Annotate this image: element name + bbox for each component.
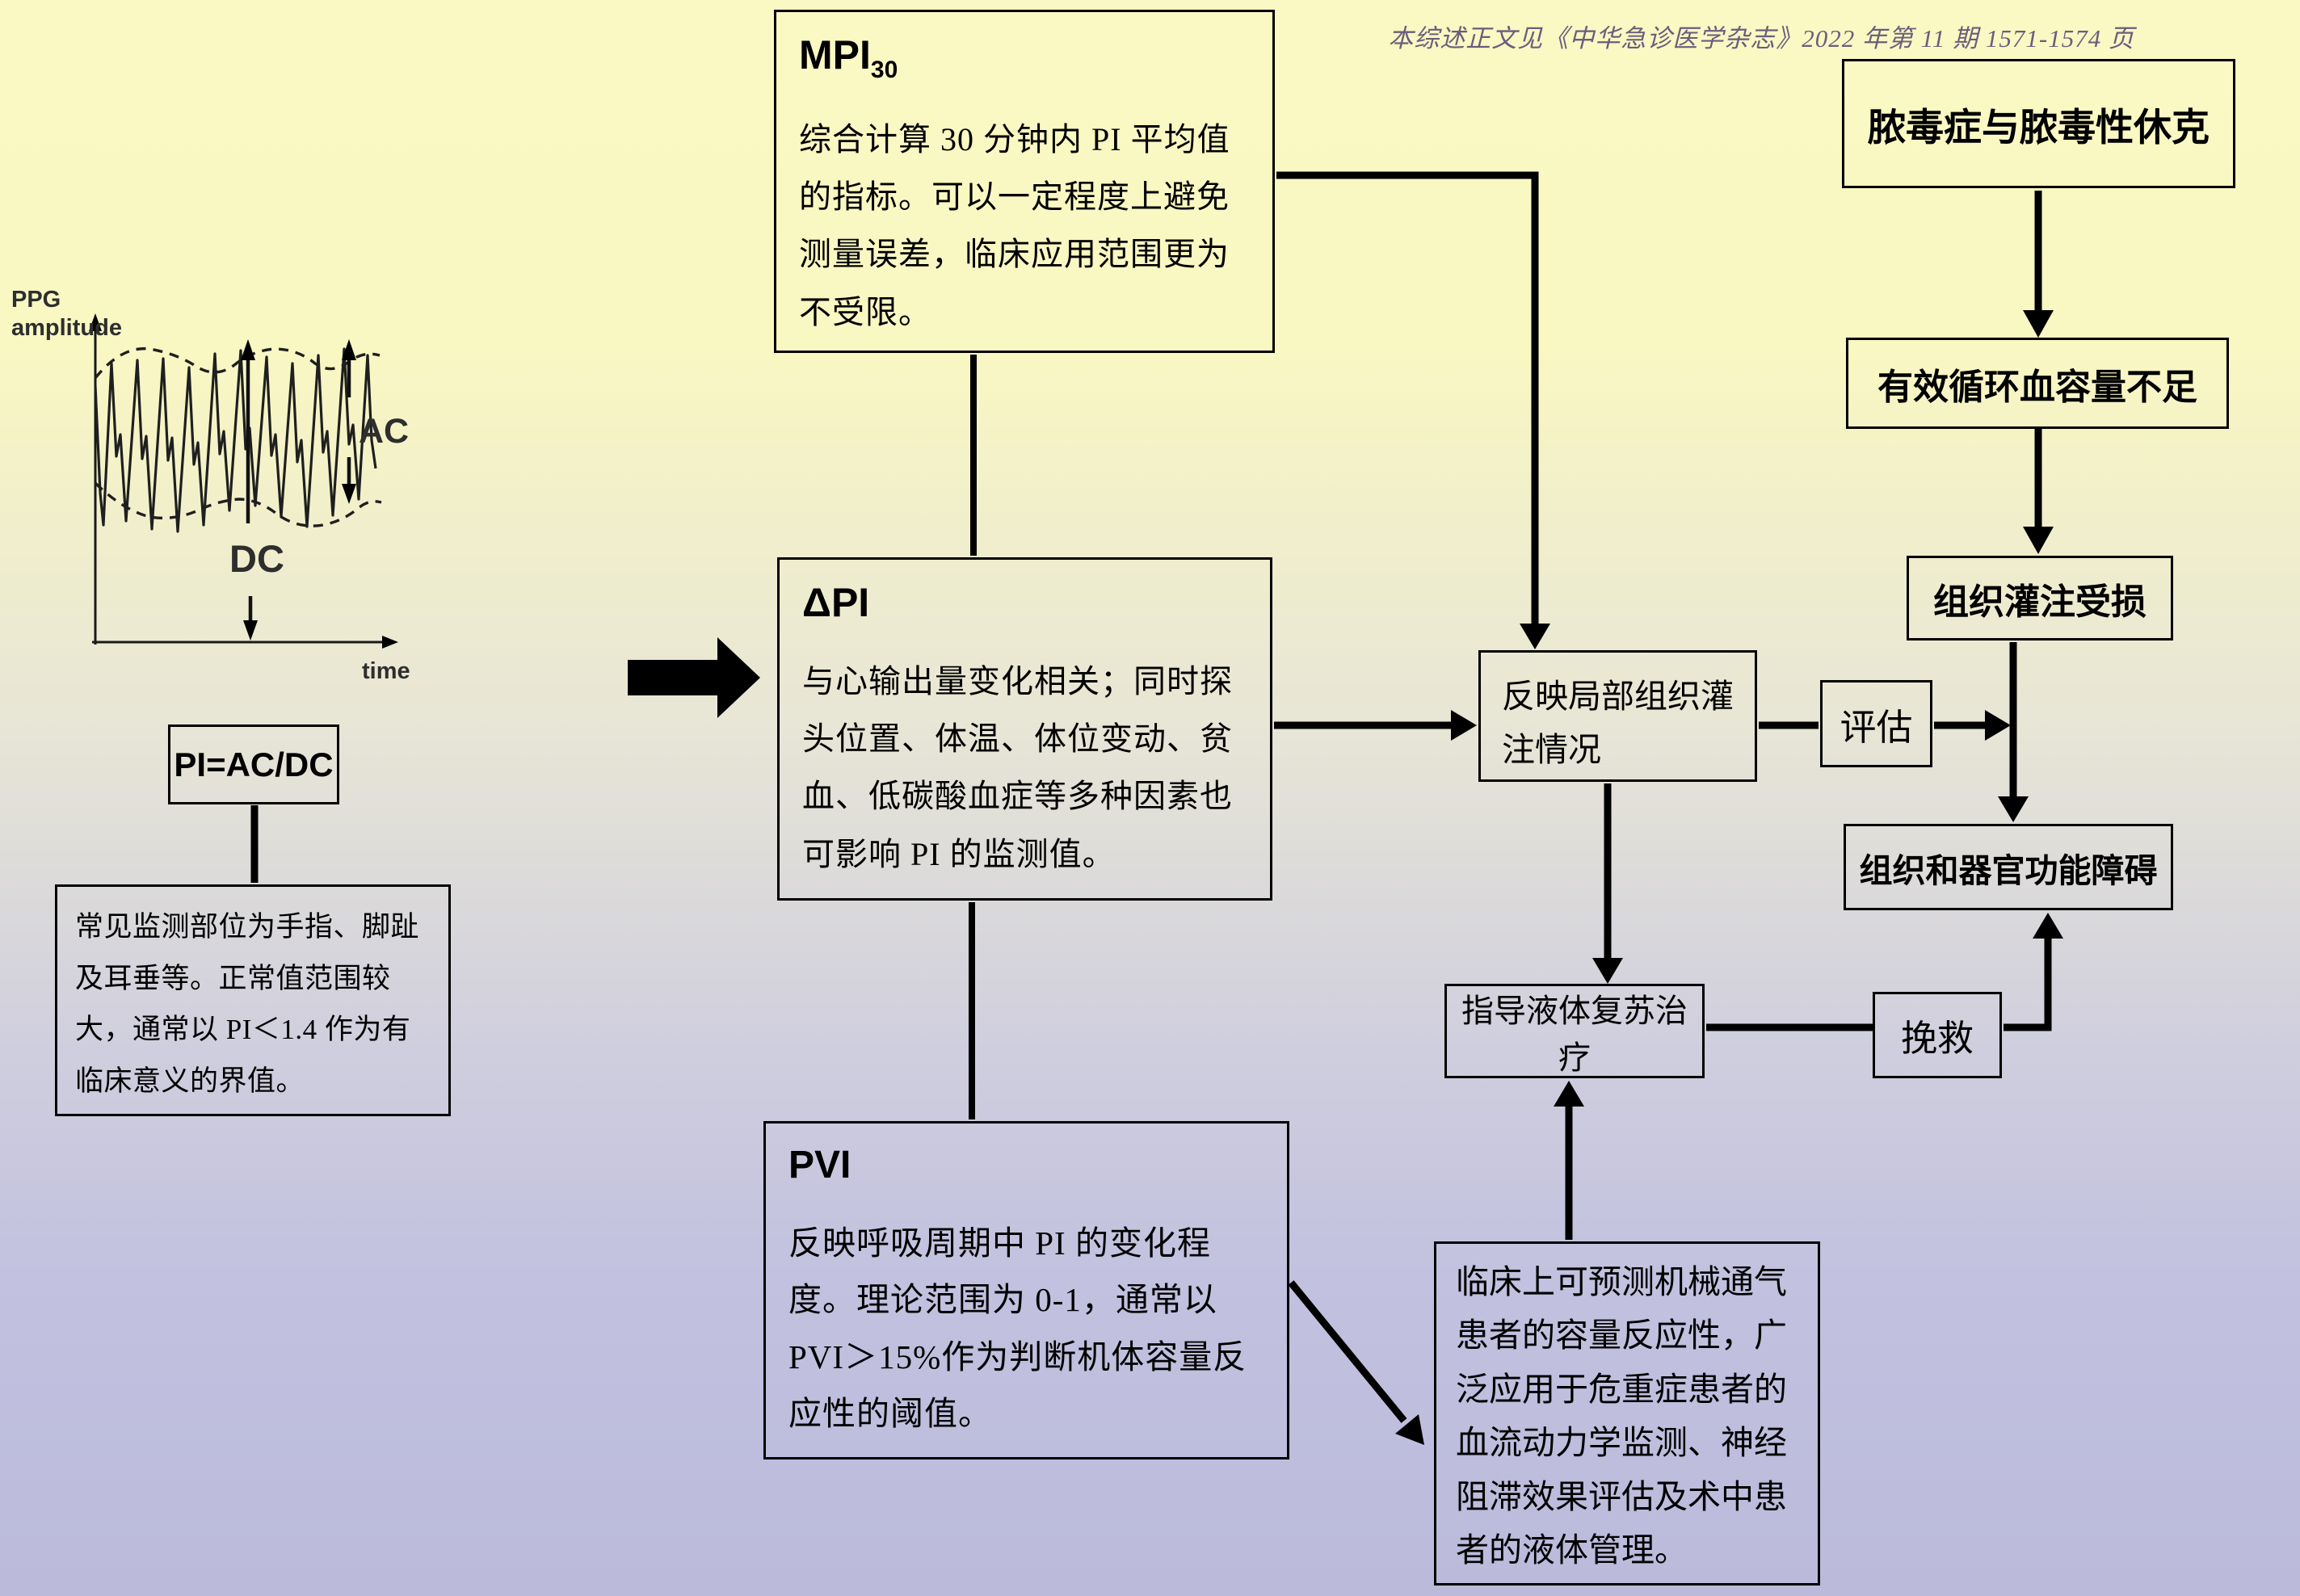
clinical-apps-box: 临床上可预测机械通气患者的容量反应性，广泛应用于危重症患者的血流动力学监测、神经… bbox=[1434, 1241, 1820, 1586]
arrow-pvi-to-clinicalapps bbox=[1288, 1280, 1424, 1445]
arrow-perfusion-to-organ-dysfunction bbox=[1998, 642, 2029, 822]
rescue-box: 挽救 bbox=[1873, 992, 2002, 1078]
pvi-box: PVI 反映呼吸周期中 PI 的变化程度。理论范围为 0-1，通常以 PVI＞1… bbox=[763, 1121, 1289, 1460]
local-perfusion-box: 反映局部组织灌注情况 bbox=[1478, 650, 1757, 782]
mpi30-title-text: MPI bbox=[799, 32, 871, 78]
arrow-deltapi-to-localperfusion bbox=[1274, 710, 1477, 741]
arrow-rescue-to-organ-dysfunction bbox=[2004, 913, 2063, 1031]
block-arrow-right-icon bbox=[628, 637, 760, 718]
y-axis-label-line2: amplitude bbox=[11, 315, 122, 341]
arrow-hypovolemia-to-perfusion bbox=[2023, 429, 2054, 554]
perfusion-impaired-box: 组织灌注受损 bbox=[1907, 556, 2173, 640]
arrow-sepsis-to-hypovolemia bbox=[2023, 191, 2054, 338]
pvi-title: PVI bbox=[788, 1144, 851, 1186]
monitor-sites-box: 常见监测部位为手指、脚趾及耳垂等。正常值范围较大，通常以 PI＜1.4 作为有临… bbox=[55, 884, 451, 1116]
pvi-description: 反映呼吸周期中 PI 的变化程度。理论范围为 0-1，通常以 PVI＞15%作为… bbox=[788, 1224, 1247, 1433]
dc-measure-arrow bbox=[241, 339, 258, 640]
mpi30-title-subscript: 30 bbox=[870, 57, 898, 83]
ppg-signal bbox=[94, 347, 377, 533]
x-axis-label: time bbox=[362, 658, 410, 684]
sepsis-box: 脓毒症与脓毒性休克 bbox=[1842, 59, 2235, 188]
y-axis-label-line1: PPG bbox=[11, 287, 61, 313]
delta-pi-box: ΔPI 与心输出量变化相关；同时探头位置、体温、体位变动、贫血、低碳酸血症等多种… bbox=[777, 557, 1272, 901]
ac-measure-arrow bbox=[342, 339, 356, 504]
fluid-resus-box: 指导液体复苏治疗 bbox=[1444, 984, 1705, 1078]
arrow-clinicalapps-to-fluidresus bbox=[1554, 1081, 1584, 1240]
delta-pi-description: 与心输出量变化相关；同时探头位置、体温、体位变动、贫血、低碳酸血症等多种因素也可… bbox=[802, 663, 1233, 872]
lower-envelope bbox=[94, 481, 382, 527]
arrow-evaluate-to-flow bbox=[1934, 710, 2011, 741]
y-axis-arrow-icon bbox=[89, 313, 102, 331]
upper-envelope bbox=[94, 346, 381, 380]
pi-formula-box: PI=AC/DC bbox=[168, 724, 339, 804]
evaluate-box: 评估 bbox=[1820, 680, 1932, 767]
ppg-waveform-figure: PPG amplitude AC DC time bbox=[11, 287, 410, 684]
organ-dysfunction-box: 组织和器官功能障碍 bbox=[1844, 824, 2173, 910]
mpi30-description: 综合计算 30 分钟内 PI 平均值的指标。可以一定程度上避免测量误差，临床应用… bbox=[799, 121, 1230, 330]
hypovolemia-box: 有效循环血容量不足 bbox=[1846, 338, 2229, 429]
ac-label: AC bbox=[359, 412, 409, 451]
arrow-localperfusion-to-fluidresus bbox=[1592, 783, 1623, 984]
journal-citation: 本综述正文见《中华急诊医学杂志》2022 年第 11 期 1571-1574 页 bbox=[1388, 24, 2134, 52]
mpi30-box: MPI30 综合计算 30 分钟内 PI 平均值的指标。可以一定程度上避免测量误… bbox=[774, 10, 1275, 353]
arrow-mpi-to-localperfusion bbox=[1276, 171, 1550, 649]
mpi30-title: MPI30 bbox=[799, 32, 1250, 84]
dc-label: DC bbox=[229, 537, 284, 580]
delta-pi-title: ΔPI bbox=[802, 580, 870, 625]
x-axis-arrow-icon bbox=[382, 636, 398, 649]
